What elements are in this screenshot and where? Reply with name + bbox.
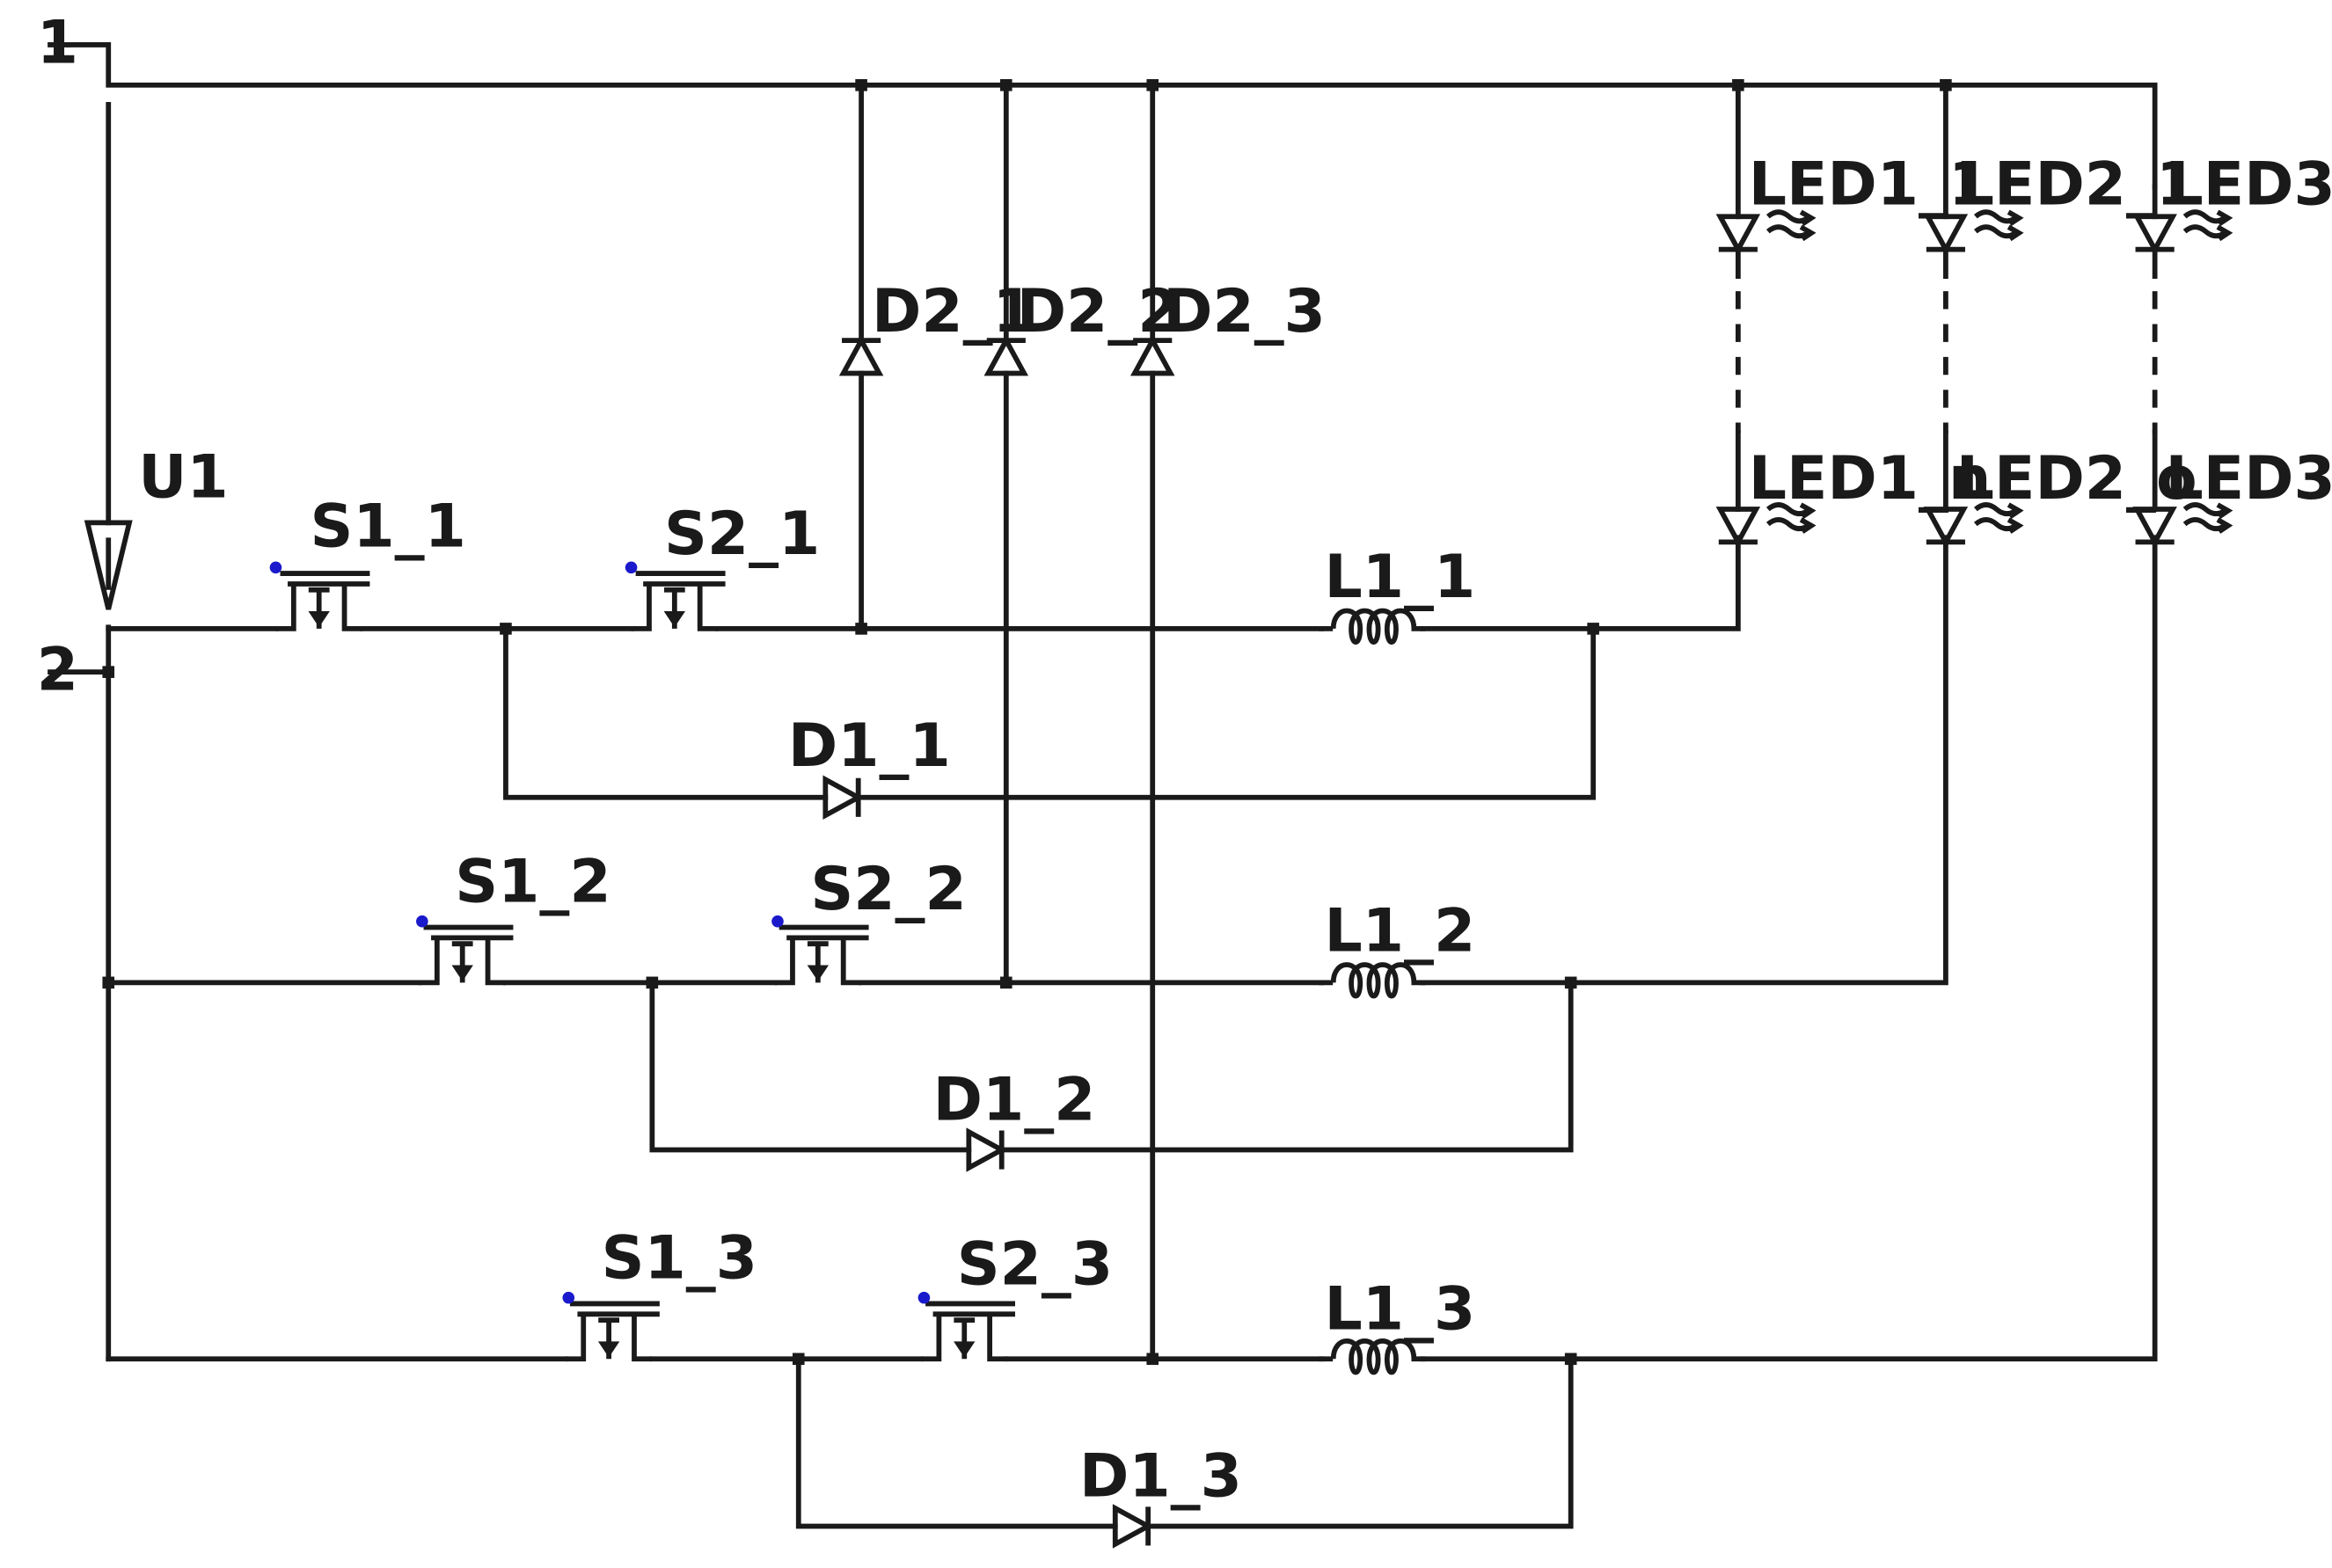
switch-s2-2-label: S2_2 (810, 855, 966, 924)
diode-d1-1 (825, 778, 858, 817)
diode-d1-3 (1115, 1506, 1148, 1545)
switch-s2-1 (625, 561, 726, 628)
gate-marker-icon (625, 561, 638, 574)
led-led2-1-label: LED2_1 (1956, 150, 2197, 220)
switch-s2-1-label: S2_1 (664, 500, 820, 569)
diode-d2-1-label: D2_1 (872, 277, 1034, 346)
terminal-2: 2 (37, 636, 78, 705)
diode-d2-3-label: D2_3 (1163, 277, 1326, 346)
switch-s2-3-label: S2_3 (957, 1229, 1113, 1299)
terminal-2-label: 2 (37, 636, 78, 705)
wiring (48, 42, 2158, 1529)
switch-s1-2-label: S1_2 (455, 848, 610, 917)
source-arrow-icon (84, 520, 133, 610)
switch-s1-1-label: S1_1 (310, 492, 465, 562)
inductor-icon (1334, 611, 1415, 643)
switch-s2-3 (917, 1291, 1015, 1359)
switch-s1-3 (562, 1291, 660, 1359)
gate-marker-icon (917, 1291, 931, 1304)
diode-icon (825, 778, 858, 817)
led-led1-n-label: LED1_n (1749, 444, 1992, 514)
switch-s1-1 (269, 561, 370, 629)
inductor-l1-2-label: L1_2 (1324, 897, 1475, 966)
switch-s1-3-label: S1_3 (602, 1224, 757, 1294)
terminal-1: 1 (37, 8, 78, 77)
mosfet-icon (419, 928, 513, 983)
gate-marker-icon (416, 915, 428, 928)
gate-marker-icon (562, 1291, 575, 1304)
diode-d1-2 (969, 1130, 1001, 1169)
switch-s2-2 (771, 915, 868, 982)
inductor-l1-1 (1319, 611, 1426, 643)
led-led3-1-label: LED3_1 (2166, 150, 2332, 220)
diode-d1-2-label: D1_2 (933, 1066, 1096, 1135)
source-u1: U1 (84, 442, 229, 610)
gate-marker-icon (269, 561, 282, 574)
junctions (102, 78, 1952, 1366)
diode-d1-3-label: D1_3 (1079, 1441, 1242, 1511)
inductor-l1-3 (1319, 1341, 1426, 1373)
mosfet-icon (566, 1303, 660, 1359)
gate-marker-icon (771, 915, 784, 928)
inductor-l1-2 (1319, 965, 1426, 996)
mosfet-icon (921, 1303, 1015, 1359)
diode-d1-1-label: D1_1 (788, 711, 951, 781)
switch-s1-2 (416, 915, 513, 982)
mosfet-icon (275, 573, 369, 629)
diode-icon (1115, 1506, 1148, 1545)
source-u1-label: U1 (138, 442, 228, 512)
led-led2-o-label: LED2_o (1956, 444, 2197, 514)
diode-d2-2-label: D2_2 (1017, 277, 1180, 346)
inductor-icon (1334, 965, 1415, 996)
inductor-l1-1-label: L1_1 (1324, 543, 1475, 612)
terminal-1-label: 1 (37, 8, 78, 77)
led-led3-p-label: LED3_p (2166, 444, 2332, 514)
diode-icon (969, 1130, 1001, 1169)
led-led1-1-label: LED1_1 (1749, 150, 1990, 220)
inductor-icon (1334, 1341, 1415, 1373)
mosfet-icon (775, 928, 869, 983)
mosfet-icon (632, 573, 726, 629)
inductor-l1-3-label: L1_3 (1324, 1274, 1475, 1344)
